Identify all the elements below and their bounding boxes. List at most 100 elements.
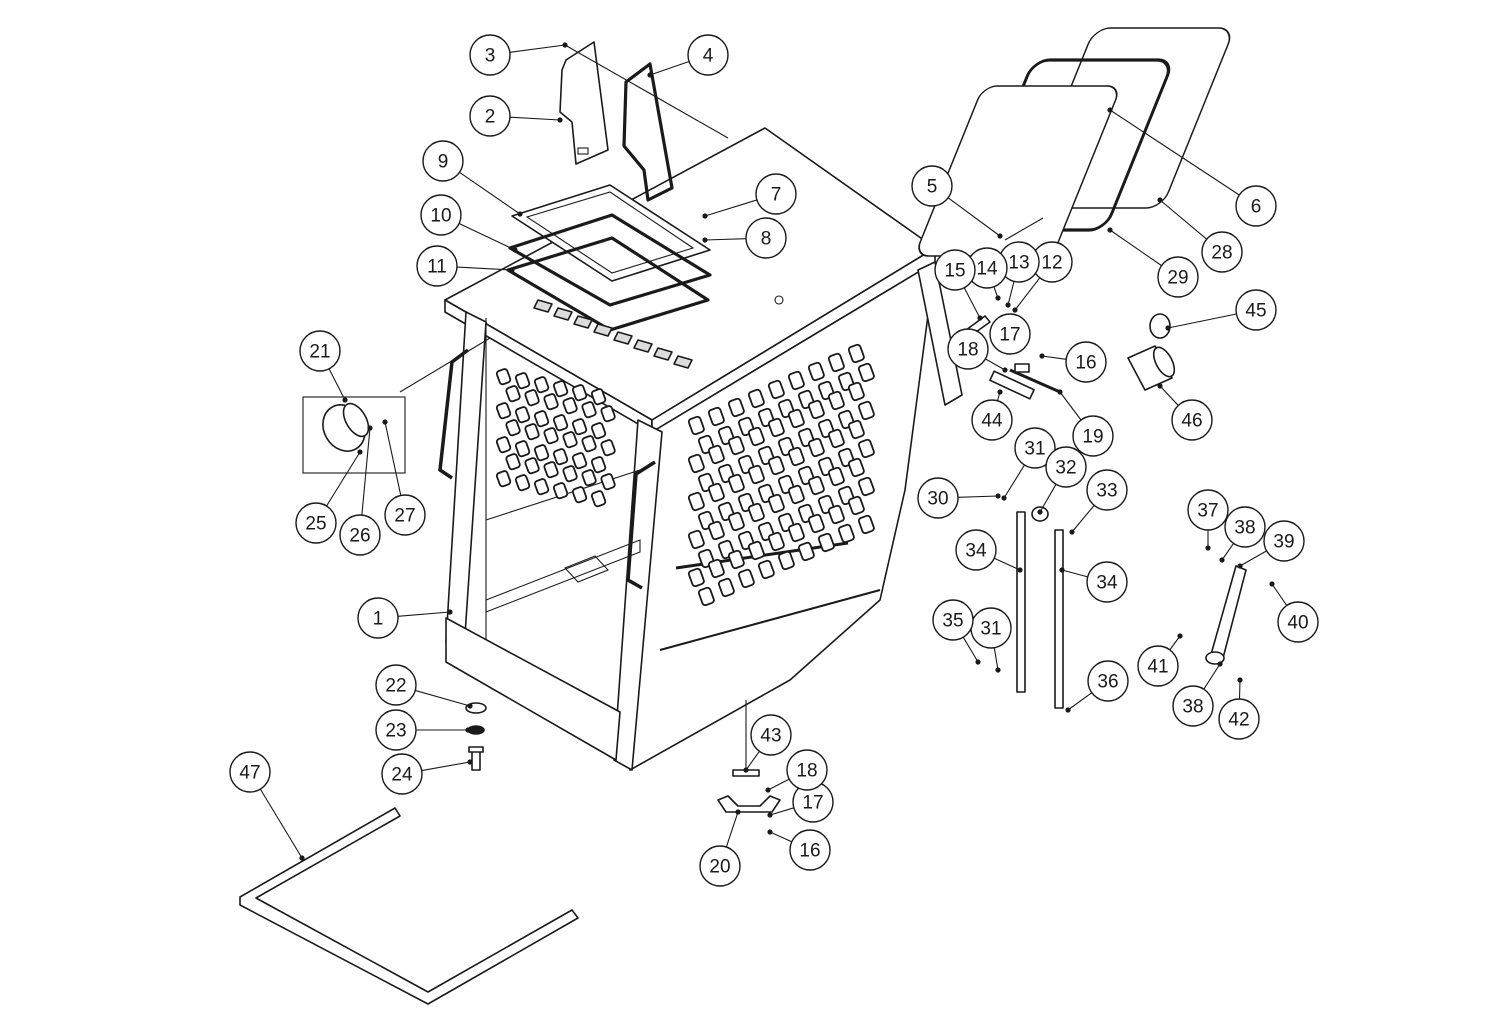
leader-10 <box>458 223 516 251</box>
callout-28: 28 <box>1201 231 1243 273</box>
callout-10: 10 <box>420 194 462 236</box>
latch-plate <box>989 370 1035 400</box>
leader-8 <box>704 238 747 241</box>
leader-47 <box>259 788 303 859</box>
callout-6: 6 <box>1235 185 1277 227</box>
leader-45 <box>1167 313 1237 329</box>
fastener-18a <box>1002 367 1008 373</box>
leader-12 <box>1014 277 1041 311</box>
leader-39 <box>1239 550 1267 567</box>
callout-13: 13 <box>998 241 1040 283</box>
fastener-12 <box>1012 307 1018 313</box>
callout-40: 40 <box>1277 601 1319 643</box>
leader-5 <box>947 197 1001 237</box>
callout-label: 18 <box>796 761 817 782</box>
fastener-14 <box>995 295 1001 301</box>
leader-24 <box>421 761 471 772</box>
cab-floor-rail <box>485 539 641 613</box>
fastener-11 <box>509 267 515 273</box>
fastener-dots <box>299 42 1275 861</box>
callout-29: 29 <box>1157 256 1199 298</box>
fastener-7 <box>702 213 708 219</box>
right-grab-handle <box>626 460 656 590</box>
callout-label: 38 <box>1182 697 1203 718</box>
callout-47: 47 <box>229 751 271 793</box>
callout-11: 11 <box>416 245 458 287</box>
fastener-18b <box>765 787 771 793</box>
callout-32: 32 <box>1045 446 1087 488</box>
callout-25: 25 <box>295 502 337 544</box>
door-handle-assembly <box>1205 565 1247 665</box>
callout-label: 16 <box>1075 353 1096 374</box>
callout-label: 31 <box>980 619 1001 640</box>
fastener-45 <box>1165 325 1171 331</box>
fastener-27 <box>382 419 388 425</box>
fastener-36 <box>1065 707 1071 713</box>
fastener-40 <box>1269 581 1275 587</box>
callout-label: 14 <box>976 259 998 280</box>
fastener-2 <box>557 117 563 123</box>
callout-label: 10 <box>430 206 451 227</box>
fastener-38b <box>1217 661 1223 667</box>
callout-label: 44 <box>981 411 1003 432</box>
callout-label: 18 <box>957 340 978 361</box>
mount-bracket <box>717 795 781 813</box>
callout-23: 23 <box>375 709 417 751</box>
leader-40 <box>1271 583 1288 606</box>
fastener-5 <box>997 233 1003 239</box>
door-handle-bar <box>1209 565 1247 663</box>
fastener-10 <box>512 247 518 253</box>
callout-label: 7 <box>771 185 782 206</box>
rear-mesh-screen <box>495 368 616 508</box>
callout-27: 27 <box>384 494 426 536</box>
leader-15 <box>963 287 981 319</box>
callout-36: 36 <box>1087 660 1129 702</box>
callout-label: 34 <box>965 541 987 562</box>
fastener-23 <box>465 727 471 733</box>
callout-12: 12 <box>1031 241 1073 283</box>
callout-26: 26 <box>339 514 381 556</box>
rear-window-assembly <box>918 27 1231 257</box>
leader-13 <box>1007 281 1015 306</box>
callout-7: 7 <box>755 173 797 215</box>
fastener-43 <box>743 767 749 773</box>
fastener-47 <box>299 855 305 861</box>
callout-label: 37 <box>1197 501 1218 522</box>
callout-21: 21 <box>299 330 341 372</box>
callout-label: 27 <box>394 506 415 527</box>
leader-19 <box>1059 391 1082 421</box>
leader-21 <box>328 368 346 401</box>
callout-35: 35 <box>932 599 974 641</box>
roof-hatch-frame <box>511 184 711 282</box>
leader-34a <box>993 557 1021 571</box>
fastener-30 <box>995 493 1001 499</box>
fastener-19 <box>1057 389 1063 395</box>
leader-38a <box>1221 543 1235 561</box>
fastener-31b <box>995 667 1001 673</box>
callout-46: 46 <box>1171 399 1213 441</box>
leader-22 <box>415 689 471 707</box>
fastener-39 <box>1237 563 1243 569</box>
gas-strut-right <box>1054 529 1064 709</box>
leader-3 <box>509 44 566 53</box>
leader-16b <box>769 831 792 843</box>
callout-39: 39 <box>1263 520 1305 562</box>
leader-28 <box>1159 199 1208 240</box>
callout-label: 39 <box>1273 532 1294 553</box>
fastener-20 <box>735 809 741 815</box>
fastener-46 <box>1157 383 1163 389</box>
fastener-42 <box>1237 677 1243 683</box>
fastener-8 <box>702 237 708 243</box>
callout-30: 30 <box>917 477 959 519</box>
callout-2: 2 <box>469 95 511 137</box>
leader-7 <box>704 199 758 217</box>
leader-1 <box>397 611 451 617</box>
callout-3: 3 <box>469 34 511 76</box>
mount-bracket-assembly <box>717 769 781 813</box>
fastener-24 <box>467 759 473 765</box>
callout-label: 26 <box>349 526 370 547</box>
callout-18a: 18 <box>947 328 989 370</box>
leader-38b <box>1203 663 1221 690</box>
fastener-21 <box>342 397 348 403</box>
fastener-38a <box>1219 557 1225 563</box>
